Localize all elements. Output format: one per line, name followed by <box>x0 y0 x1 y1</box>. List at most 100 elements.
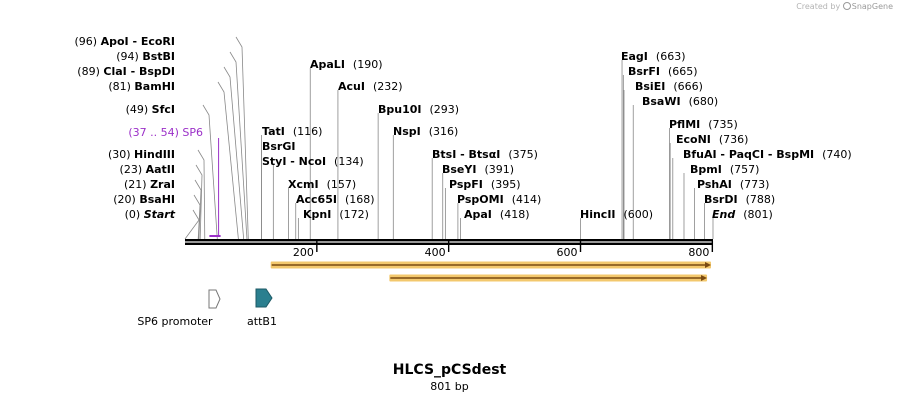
site-label: BsrFI (665) <box>628 65 698 78</box>
site-label: BsrDI(788) <box>704 193 775 206</box>
site-position: (375) <box>508 148 538 161</box>
site-leader-line <box>235 36 249 240</box>
site-position: (172) <box>339 208 369 221</box>
site-enzyme-name: ClaI - BspDI <box>103 65 175 78</box>
site-position: (94) <box>116 50 142 63</box>
site-enzyme-name: StyI - NcoI <box>262 155 326 168</box>
site-position: (81) <box>108 80 134 93</box>
site-enzyme-name: PflMI <box>669 118 700 131</box>
site-label: Acc65I(168) <box>296 193 375 206</box>
site-label: End (801) <box>712 208 773 221</box>
site-enzyme-name: BsiEI <box>635 80 665 93</box>
site-enzyme-name: NspI <box>393 125 421 138</box>
site-label: BtsI - BtsαI(375) <box>432 148 538 161</box>
site-enzyme-name: AcuI <box>338 80 365 93</box>
site-position: (293) <box>430 103 460 116</box>
site-position: (190) <box>353 58 383 71</box>
site-leader-line <box>223 66 245 240</box>
site-leader-line <box>184 209 200 240</box>
site-position: (736) <box>719 133 749 146</box>
site-position: (316) <box>429 125 459 138</box>
primer-bar <box>209 235 221 237</box>
site-position: (23) <box>120 163 146 176</box>
site-enzyme-name: AatII <box>146 163 175 176</box>
orf-arrowhead-icon <box>701 275 708 281</box>
site-enzyme-name: BsrFI <box>628 65 660 78</box>
site-enzyme-name: BfuAI - PaqCI - BspMI <box>683 148 814 161</box>
site-label: EcoNI(736) <box>676 133 748 146</box>
site-leader-line <box>229 51 248 240</box>
site-label: BseYI (391) <box>442 163 514 176</box>
site-enzyme-name: HindIII <box>134 148 175 161</box>
site-label: XcmI(157) <box>288 178 356 191</box>
site-label: (96) ApoI - EcoRI <box>75 35 176 48</box>
orf-arrowhead-icon <box>705 262 711 268</box>
site-position: (414) <box>512 193 542 206</box>
site-enzyme-name: Start <box>144 208 176 221</box>
site-position: (788) <box>746 193 776 206</box>
site-label: (21) ZraI <box>124 178 175 191</box>
site-enzyme-name: EagI <box>621 50 648 63</box>
site-label: (89) ClaI - BspDI <box>77 65 175 78</box>
site-enzyme-name: BsrGI <box>262 140 295 153</box>
site-label: (49) SfcI <box>126 103 175 116</box>
site-enzyme-name: HincII <box>580 208 616 221</box>
site-label: EagI (663) <box>621 50 686 63</box>
primer-name: SP6 <box>182 126 203 139</box>
site-enzyme-name: ApoI - EcoRI <box>101 35 175 48</box>
map-length: 801 bp <box>430 380 469 393</box>
site-label: ApaI(418) <box>464 208 530 221</box>
site-position: (801) <box>743 208 773 221</box>
site-label: PspOMI (414) <box>457 193 541 206</box>
site-position: (391) <box>484 163 514 176</box>
site-label: BsiEI (666) <box>635 80 703 93</box>
site-position: (395) <box>491 178 521 191</box>
site-label: ApaLI (190) <box>310 58 383 71</box>
site-leader-lines <box>184 36 714 240</box>
ruler-tick-label: 400 <box>425 246 446 259</box>
site-enzyme-name: ApaLI <box>310 58 345 71</box>
site-label: (30) HindIII <box>108 148 175 161</box>
site-enzyme-name: PspOMI <box>457 193 504 206</box>
site-label: KpnI(172) <box>303 208 369 221</box>
site-position: (232) <box>373 80 403 93</box>
site-label: PshAI (773) <box>697 178 769 191</box>
site-enzyme-name: TatI <box>262 125 285 138</box>
site-position: (735) <box>708 118 738 131</box>
site-position: (665) <box>668 65 698 78</box>
feature-label: attB1 <box>247 315 277 328</box>
ruler-tick-label: 600 <box>557 246 578 259</box>
site-leader-line <box>202 104 218 240</box>
site-enzyme-name: PspFI <box>449 178 483 191</box>
primer-label: (37 .. 54) SP6 <box>128 126 203 139</box>
site-position: (773) <box>740 178 770 191</box>
site-position: (49) <box>126 103 152 116</box>
site-label: AcuI (232) <box>338 80 403 93</box>
site-enzyme-name: PshAI <box>697 178 732 191</box>
site-position: (30) <box>108 148 134 161</box>
top-strand <box>185 239 713 242</box>
ruler-tick-label: 200 <box>293 246 314 259</box>
site-enzyme-name: BsaHI <box>139 193 175 206</box>
site-position: (0) <box>125 208 144 221</box>
site-enzyme-name: BseYI <box>442 163 476 176</box>
site-leader-line <box>194 179 202 240</box>
site-enzyme-name: ApaI <box>464 208 492 221</box>
site-position: (757) <box>730 163 760 176</box>
site-label: TatI(116) <box>262 125 322 138</box>
site-position: (666) <box>673 80 703 93</box>
site-enzyme-name: Bpu10I <box>378 103 422 116</box>
site-position: (663) <box>656 50 686 63</box>
snapgene-logo-icon <box>842 2 851 10</box>
site-enzyme-name: SfcI <box>152 103 175 116</box>
site-position: (96) <box>75 35 101 48</box>
site-label: Bpu10I (293) <box>378 103 459 116</box>
site-position: (134) <box>334 155 364 168</box>
site-leader-line <box>217 81 239 240</box>
site-enzyme-name: BamHI <box>134 80 175 93</box>
site-enzyme-name: BsaWI <box>642 95 681 108</box>
feature-label: SP6 promoter <box>137 315 213 328</box>
site-enzyme-name: End <box>712 208 735 221</box>
